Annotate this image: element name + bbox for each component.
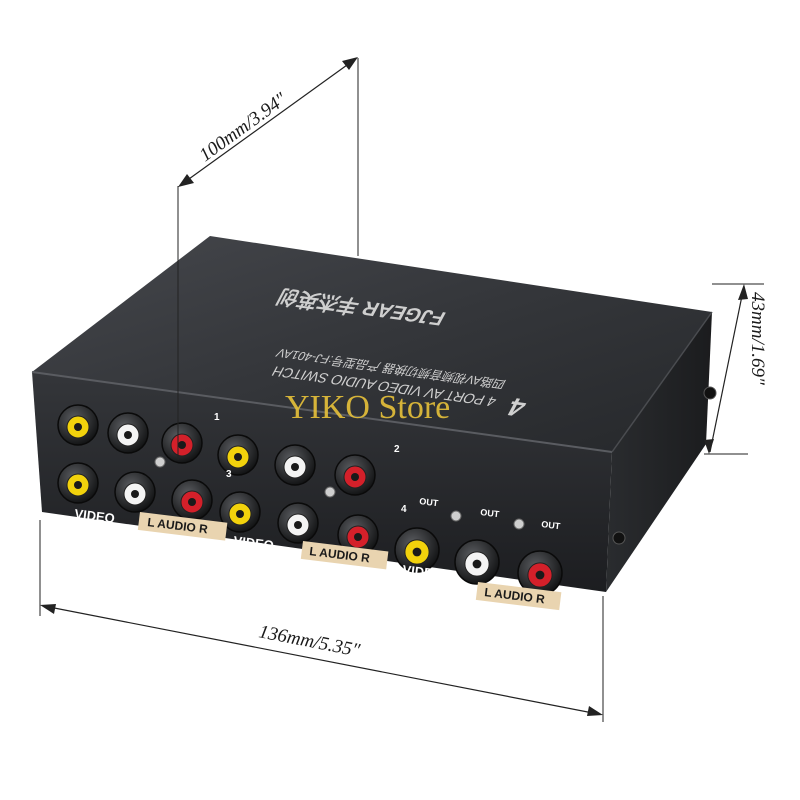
dimension-line [709, 285, 745, 453]
rca-jack [114, 471, 156, 513]
depth-dimension-label: 100mm/3.94″ [196, 88, 292, 166]
box-side-edge [611, 311, 713, 453]
video-label-out: VIDEO [402, 562, 444, 582]
side-screw-icon [612, 531, 626, 545]
arrowhead-icon [587, 706, 603, 716]
arrowhead-icon [738, 284, 748, 300]
out-label-right: OUT [541, 519, 562, 531]
audio-label-box [475, 582, 562, 611]
arrowhead-icon [40, 604, 56, 614]
panel-screw-icon [154, 456, 166, 468]
rca-jack [274, 444, 316, 486]
video-label-group1: VIDEO [74, 506, 116, 526]
audio-label-box [137, 511, 228, 541]
rca-jack [334, 454, 376, 496]
rca-jack-pin [472, 559, 482, 569]
audio-label-box [300, 541, 389, 570]
arrowhead-icon [704, 439, 714, 454]
rca-jack [57, 404, 99, 446]
rca-jack [57, 462, 99, 504]
rca-jack-pin [74, 481, 82, 489]
side-screw-icon [703, 386, 717, 400]
rca-jack [171, 479, 213, 521]
port-number-4: 4 [401, 504, 407, 515]
front-labels: VIDEO L AUDIO R VIDEO L AUDIO R VIDEO L … [74, 412, 562, 611]
rca-jack-pin [354, 533, 362, 541]
rca-jack [107, 412, 149, 454]
box-top-surface [32, 236, 712, 452]
rca-jack-pin [234, 453, 242, 461]
width-dimension-label: 136mm/5.35″ [257, 621, 363, 661]
rca-jack-pin [291, 463, 299, 471]
dimension-line [181, 59, 355, 185]
rca-jack-pin [74, 423, 82, 431]
port-number-3: 3 [226, 469, 232, 480]
rca-jack-pin [188, 498, 196, 506]
out-label-video: OUT [419, 496, 440, 508]
height-dimension-label: 43mm/1.69″ [747, 292, 768, 386]
arrowhead-icon [178, 174, 194, 187]
panel-screw-icon [450, 510, 462, 522]
out-label-left: OUT [480, 507, 501, 519]
video-label-group2: VIDEO [233, 533, 275, 553]
dimension-height: 43mm/1.69″ [704, 283, 768, 455]
port-number-2: 2 [394, 444, 400, 455]
rca-jack [217, 434, 259, 476]
jack-group [57, 404, 563, 596]
box-side-panel [606, 312, 712, 592]
dimension-line [43, 605, 599, 715]
rca-jack-pin [236, 510, 244, 518]
store-watermark: YIKO Store [285, 389, 450, 426]
panel-screw-icon [324, 486, 336, 498]
rca-jack [219, 491, 261, 533]
rca-jack [277, 502, 319, 544]
rca-jack-pin [124, 431, 132, 439]
rca-jack-pin [294, 521, 302, 529]
rca-jack [517, 550, 563, 596]
rca-jack-pin [412, 547, 422, 557]
box-front-edge [31, 371, 613, 453]
panel-screws [154, 456, 525, 530]
rca-jack [394, 527, 440, 573]
rca-jack-pin [351, 473, 359, 481]
rca-jack-pin [131, 490, 139, 498]
rca-jack-pin [535, 570, 545, 580]
arrowhead-icon [342, 57, 358, 70]
port-number-1: 1 [214, 412, 220, 423]
rca-jack [161, 422, 203, 464]
rca-jack [454, 539, 500, 585]
rca-jack-pin [178, 441, 186, 449]
panel-screw-icon [513, 518, 525, 530]
